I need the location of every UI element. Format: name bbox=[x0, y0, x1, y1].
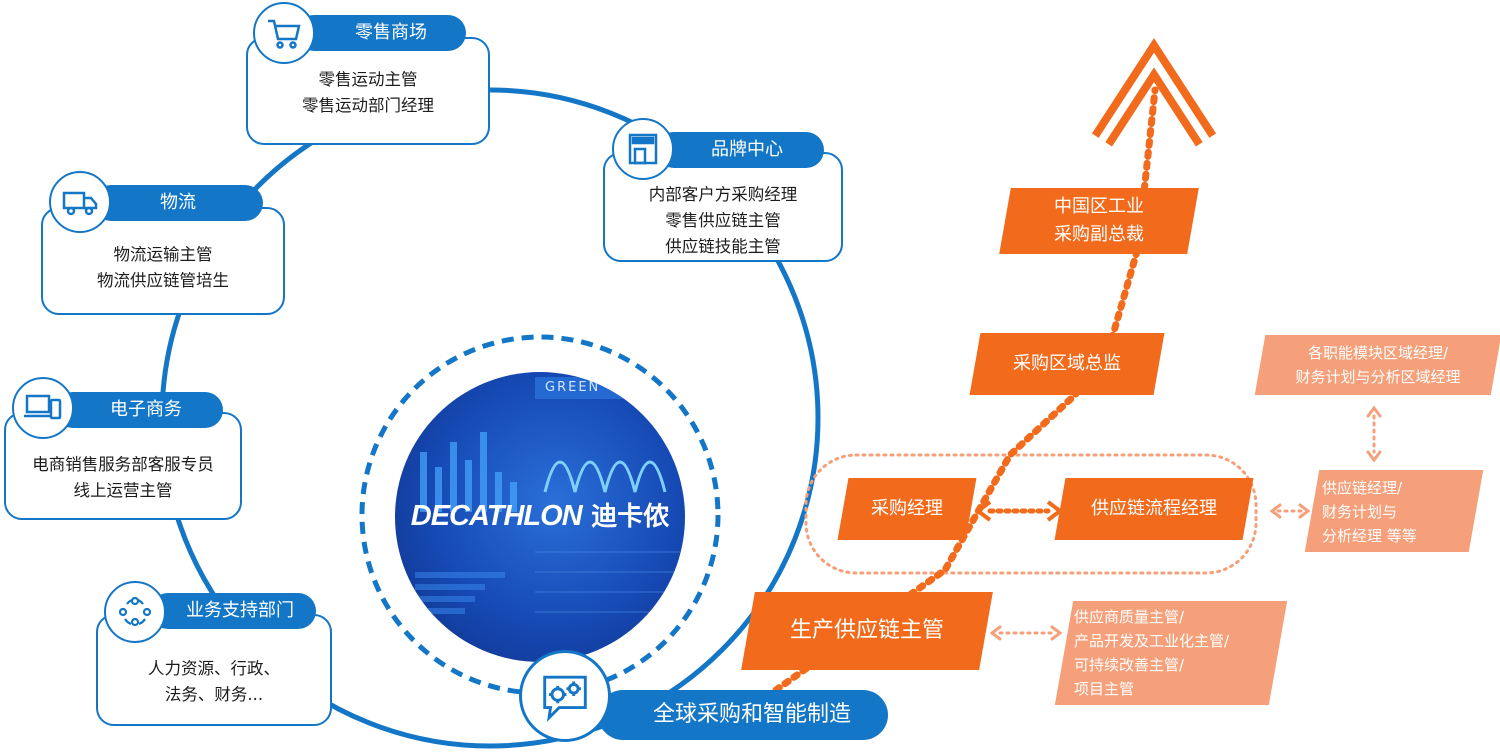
dashboard-title: GREEN bbox=[545, 380, 601, 395]
logistics-label: 物流 bbox=[93, 185, 263, 221]
production-supervisor-box: 生产供应链主管 bbox=[741, 592, 993, 670]
functional-line-1: 各职能模块区域经理/ bbox=[1307, 344, 1449, 362]
support-role-2: 法务、财务... bbox=[164, 685, 264, 704]
director-label: 采购区域总监 bbox=[1013, 353, 1121, 374]
process-manager-box: 供应链流程经理 bbox=[1054, 478, 1254, 540]
production-supervisor-label: 生产供应链主管 bbox=[789, 618, 944, 643]
team-icon bbox=[118, 596, 152, 627]
vp-box: 中国区工业 采购副总裁 bbox=[999, 188, 1199, 254]
side-role-arrows bbox=[989, 405, 1382, 641]
scm-finance-line-2: 财务计划与 bbox=[1322, 503, 1398, 521]
functional-manager-text: 各职能模块区域经理/ 财务计划与分析区域经理 bbox=[1266, 341, 1490, 389]
brand-role-1: 内部客户方采购经理 bbox=[648, 185, 798, 204]
retail-label: 零售商场 bbox=[296, 15, 466, 51]
ecommerce-label: 电子商务 bbox=[55, 392, 223, 428]
support-badge bbox=[104, 581, 166, 643]
scm-finance-line-3: 分析经理 等等 bbox=[1322, 527, 1417, 545]
ecommerce-role-1: 电商销售服务部客服专员 bbox=[32, 455, 214, 474]
sourcing-label: 全球采购和智能制造 bbox=[598, 690, 888, 740]
ecommerce-role-2: 线上运营主管 bbox=[73, 481, 173, 500]
quality-line-2: 产品开发及工业化主管/ bbox=[1074, 632, 1230, 650]
brand-label: 品牌中心 bbox=[656, 132, 824, 168]
process-manager-label: 供应链流程经理 bbox=[1091, 498, 1217, 519]
logo-wordmark-row: DECATHLON 迪卡侬 bbox=[395, 496, 685, 533]
manager-group-outline bbox=[804, 453, 1258, 575]
retail-badge bbox=[253, 2, 315, 64]
quality-line-4: 项目主管 bbox=[1074, 680, 1135, 698]
retail-role-2: 零售运动部门经理 bbox=[302, 96, 434, 115]
logistics-role-1: 物流运输主管 bbox=[113, 245, 213, 264]
scm-finance-line-1: 供应链经理/ bbox=[1322, 479, 1403, 497]
devices-icon bbox=[24, 394, 62, 420]
logo-dashed-ring bbox=[359, 334, 721, 696]
brand-role-2: 零售供应链主管 bbox=[665, 211, 781, 230]
quality-line-3: 可持续改善主管/ bbox=[1074, 656, 1185, 674]
scm-finance-text: 供应链经理/ 财务计划与 分析经理 等等 bbox=[1322, 476, 1417, 548]
support-role-1: 人力资源、行政、 bbox=[148, 659, 280, 678]
brand-badge bbox=[612, 118, 674, 180]
purchasing-manager-box: 采购经理 bbox=[837, 478, 977, 540]
gears-chat-icon bbox=[543, 675, 587, 722]
purchasing-manager-label: 采购经理 bbox=[871, 498, 943, 519]
vp-line-1: 中国区工业 bbox=[1054, 196, 1144, 217]
truck-icon bbox=[62, 191, 98, 216]
vp-line-2: 采购副总裁 bbox=[1054, 224, 1144, 245]
quality-roles-text: 供应商质量主管/ 产品开发及工业化主管/ 可持续改善主管/ 项目主管 bbox=[1074, 605, 1229, 701]
decathlon-chinese-name: 迪卡侬 bbox=[591, 502, 670, 532]
sourcing-badge bbox=[519, 650, 611, 742]
shopping-cart-icon bbox=[268, 19, 301, 49]
functional-line-2: 财务计划与分析区域经理 bbox=[1295, 368, 1461, 386]
decathlon-wordmark: DECATHLON bbox=[410, 500, 583, 532]
brand-role-3: 供应链技能主管 bbox=[665, 237, 781, 256]
retail-role-1: 零售运动主管 bbox=[318, 70, 418, 89]
director-box: 采购区域总监 bbox=[969, 333, 1165, 395]
storefront-icon bbox=[628, 133, 658, 165]
decathlon-logo-disc: GREEN DECATHLON 迪卡侬 bbox=[395, 372, 685, 662]
logistics-role-2: 物流供应链管培生 bbox=[97, 271, 229, 290]
ecommerce-badge bbox=[12, 377, 74, 439]
logistics-badge bbox=[49, 171, 111, 233]
quality-line-1: 供应商质量主管/ bbox=[1074, 608, 1185, 626]
support-label: 业务支持部门 bbox=[150, 593, 316, 629]
